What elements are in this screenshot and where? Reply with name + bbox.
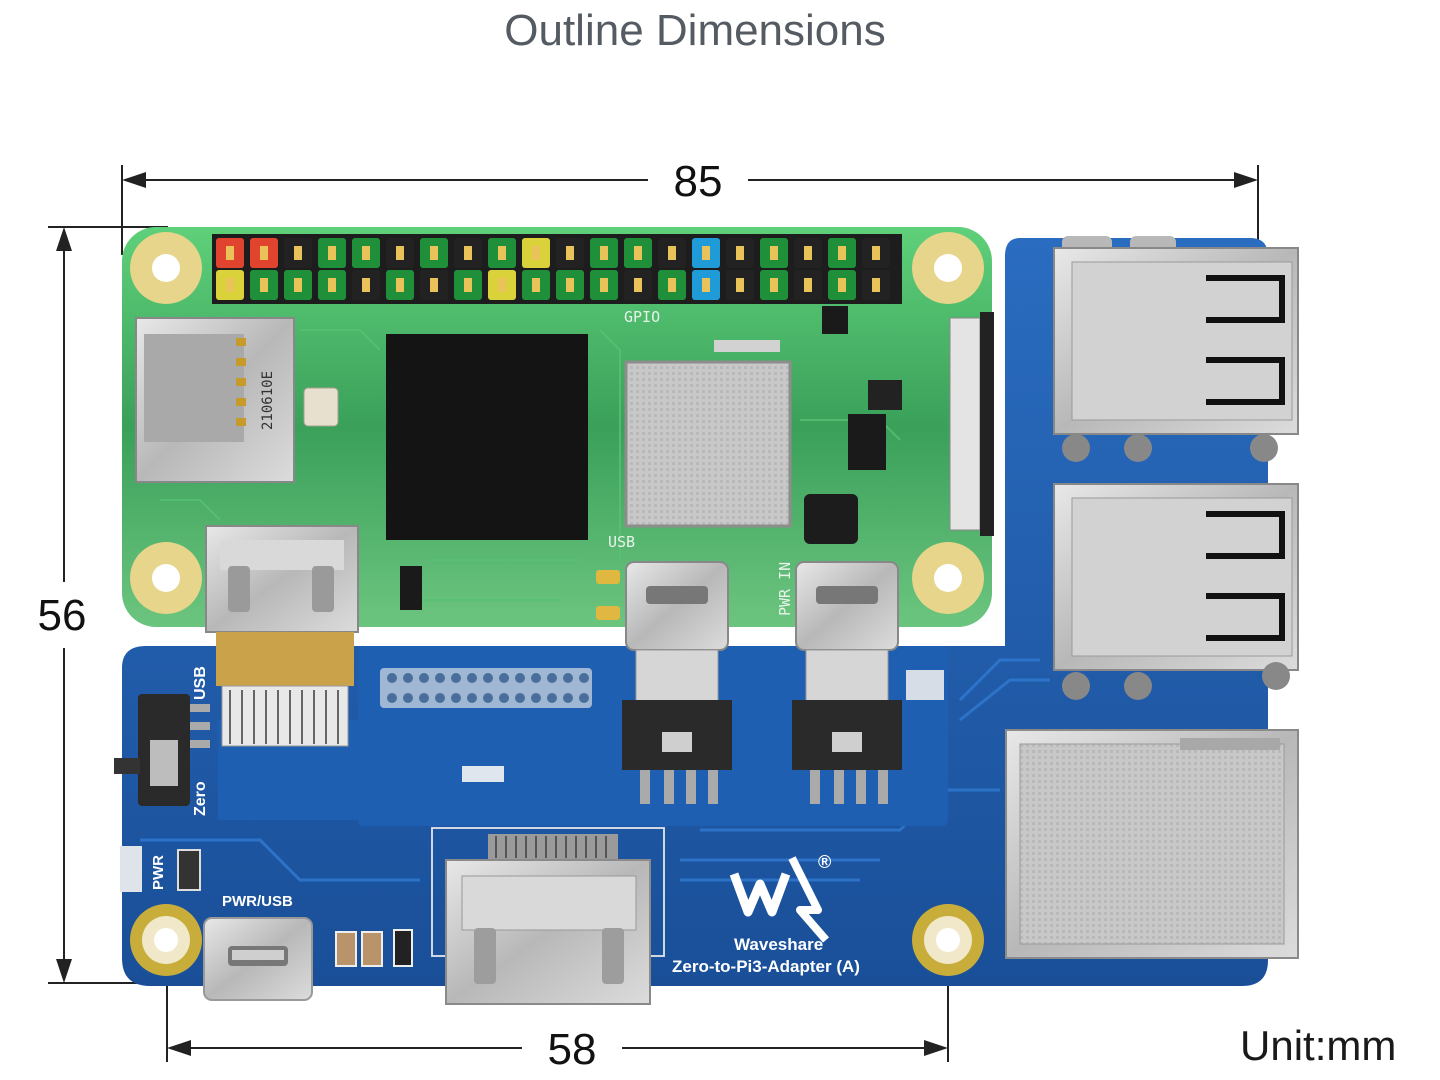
adapter-resistor (393, 929, 413, 967)
pwr-led (120, 846, 142, 892)
gpio-pin-tip (430, 246, 438, 260)
pi-mount-hole (912, 232, 984, 304)
gpio-pin-tip (498, 246, 506, 260)
gpio-pin-tip (430, 278, 438, 292)
gpio-pin-tip (260, 246, 268, 260)
gpio-pin-tip (804, 246, 812, 260)
pi-ic (848, 414, 886, 470)
pi-ic (400, 566, 422, 610)
gpio-pin-tip (226, 278, 234, 292)
hdmi-port (431, 827, 665, 1005)
gpio-pin-tip (532, 278, 540, 292)
dimension-width-label: 85 (674, 157, 723, 206)
pi-mount-hole (912, 542, 984, 614)
pwr-label: PWR (150, 855, 167, 890)
gpio-pin-tip (328, 278, 336, 292)
gpio-pin-tip (770, 246, 778, 260)
gpio-pin-tip (872, 246, 880, 260)
gpio-pin-tip (668, 278, 676, 292)
gpio-pin-tip (770, 278, 778, 292)
gpio-pin-tip (872, 278, 880, 292)
adapter-board: USB Zero PWR PWR/USB (114, 236, 1299, 1005)
dimension-hole-spacing-label: 58 (548, 1025, 597, 1074)
gpio-label: GPIO (624, 308, 660, 326)
gpio-pin-tip (600, 278, 608, 292)
mini-hdmi-port (205, 525, 359, 633)
unit-label: Unit:mm (1240, 1022, 1397, 1069)
sd-marking: 210610E (260, 371, 276, 430)
gpio-pin-tip (702, 246, 710, 260)
camera-connector (949, 317, 981, 531)
gpio-pin-tip (464, 246, 472, 260)
gpio-pin-tip (668, 246, 676, 260)
soc-chip (386, 334, 588, 540)
dimension-height: 56 (38, 226, 168, 984)
adapter-capacitor (361, 931, 383, 967)
gpio-pin-tip (736, 246, 744, 260)
gpio-pin-tip (702, 278, 710, 292)
adapter-capacitor (335, 931, 357, 967)
adapter-mount-hole (130, 904, 202, 976)
gpio-pin-tip (396, 246, 404, 260)
adapter-smd-part (906, 670, 944, 700)
gpio-pin-tip (804, 278, 812, 292)
gpio-pin-tip (838, 278, 846, 292)
usb-zero-switch (114, 694, 210, 806)
gpio-pin-tip (396, 278, 404, 292)
gpio-pin-tip (226, 246, 234, 260)
sd-card-slot: 210610E (135, 317, 295, 483)
gpio-pin-tip (260, 278, 268, 292)
pi-ic (822, 306, 848, 334)
gpio-pin-tip (294, 246, 302, 260)
gpio-pin-tip (566, 246, 574, 260)
pi-ic (804, 494, 858, 544)
pwr-in-bridge (792, 561, 902, 804)
shield-can (624, 360, 792, 528)
gpio-pin-tip (634, 246, 642, 260)
waveshare-logo: ® (729, 852, 831, 943)
zero-switch-label: Zero (192, 781, 209, 816)
gpio-pin-tip (736, 278, 744, 292)
gpio-pin-tip (464, 278, 472, 292)
pi-zero-board: GPIO 210610E (122, 227, 994, 633)
gpio-header (212, 234, 902, 304)
pi-passives (714, 340, 780, 352)
usb-switch-label: USB (192, 666, 209, 700)
page-title: Outline Dimensions (504, 6, 886, 55)
model-label: Zero-to-Pi3-Adapter (A) (672, 957, 860, 976)
pi-mount-hole (130, 232, 202, 304)
adapter-mount-hole (912, 904, 984, 976)
pwr-usb-port (203, 917, 313, 1001)
usb-a-port-top (1053, 236, 1299, 462)
pwr-in-label: PWR IN (776, 562, 794, 616)
gpio-pin-tip (532, 246, 540, 260)
gpio-pin-tip (362, 246, 370, 260)
usb-bridge (622, 561, 732, 804)
crystal (303, 387, 339, 427)
pi-ic (868, 380, 902, 410)
gpio-pin-tip (838, 246, 846, 260)
dimension-width: 85 (121, 157, 1259, 255)
registered-mark: ® (818, 852, 831, 872)
usb-label: USB (608, 533, 635, 551)
ethernet-port (1005, 729, 1299, 959)
pwr-resistor (177, 849, 201, 891)
pi-mount-hole (130, 542, 202, 614)
gpio-pin-tip (498, 278, 506, 292)
pwr-usb-label: PWR/USB (222, 893, 293, 910)
dimension-height-label: 56 (38, 591, 87, 640)
adapter-smd-part (462, 766, 504, 782)
gpio-pin-tip (362, 278, 370, 292)
gpio-pin-tip (634, 278, 642, 292)
gpio-pin-tip (566, 278, 574, 292)
dimension-hole-spacing: 58 (166, 980, 949, 1074)
adapter-pad-array (380, 668, 592, 708)
gpio-pin-tip (294, 278, 302, 292)
gpio-pin-tip (328, 246, 336, 260)
brand-label: Waveshare (734, 935, 823, 954)
gpio-pin-tip (600, 246, 608, 260)
usb-a-port-bottom (1053, 483, 1299, 700)
mini-hdmi-bridge (216, 632, 354, 747)
